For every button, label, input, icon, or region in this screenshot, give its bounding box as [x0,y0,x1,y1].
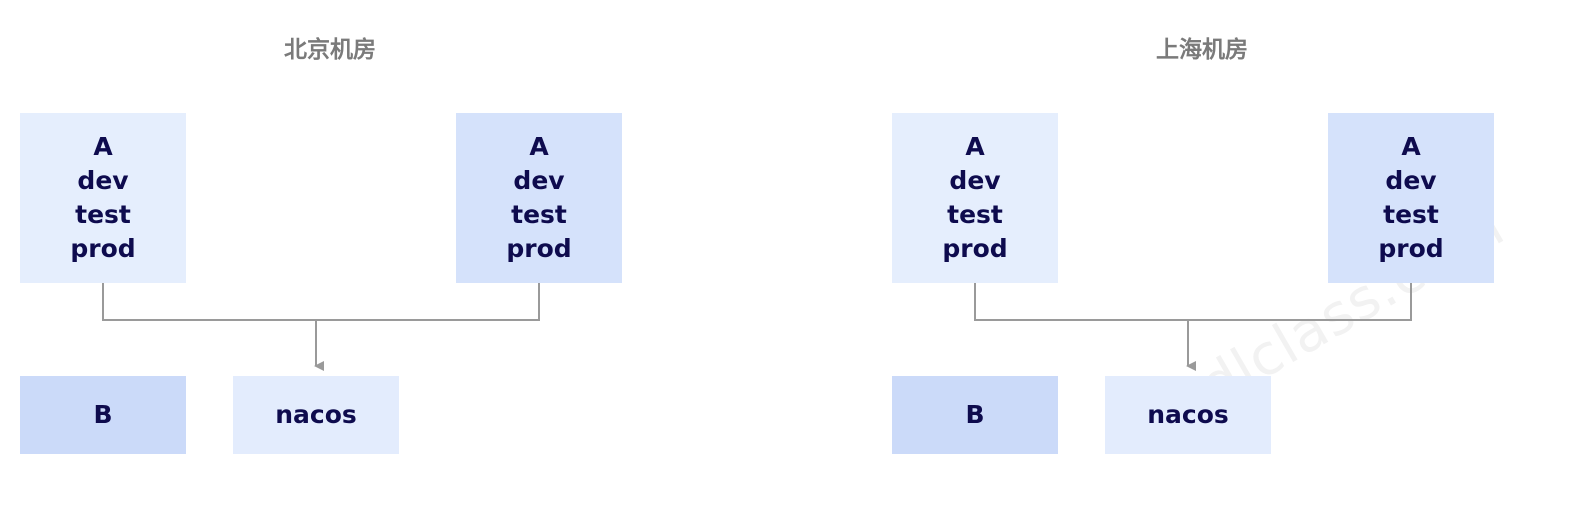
shanghai-app-a-box-1: A dev test prod [892,113,1058,283]
app-name: A [965,132,985,161]
env-test: test [75,200,131,229]
shanghai-connector [974,283,1412,371]
env-dev: dev [513,166,565,195]
beijing-link-a2 [316,283,540,321]
beijing-nacos-box: nacos [233,376,399,454]
region-title-shanghai: 上海机房 [1156,37,1248,63]
app-name: A [529,132,549,161]
nacos-label: nacos [275,400,357,429]
region-title-beijing: 北京机房 [284,37,376,63]
beijing-app-a-box-1: A dev test prod [20,113,186,283]
env-prod: prod [70,234,136,263]
env-test: test [947,200,1003,229]
env-prod: prod [1378,234,1444,263]
shanghai-nacos-box: nacos [1105,376,1271,454]
app-name: A [93,132,113,161]
nacos-label: nacos [1147,400,1229,429]
beijing-connector [102,283,540,371]
env-test: test [1383,200,1439,229]
shanghai-app-a-box-2: A dev test prod [1328,113,1494,283]
env-prod: prod [942,234,1008,263]
shanghai-link-a1 [974,283,1188,321]
beijing-b-box: B [20,376,186,454]
env-test: test [511,200,567,229]
env-prod: prod [506,234,572,263]
env-dev: dev [77,166,129,195]
env-dev: dev [949,166,1001,195]
shanghai-link-a2 [1188,283,1412,321]
beijing-app-a-box-2: A dev test prod [456,113,622,283]
app-name: A [1401,132,1421,161]
env-dev: dev [1385,166,1437,195]
shanghai-b-box: B [892,376,1058,454]
b-label: B [93,400,113,429]
b-label: B [965,400,985,429]
beijing-link-a1 [102,283,316,321]
